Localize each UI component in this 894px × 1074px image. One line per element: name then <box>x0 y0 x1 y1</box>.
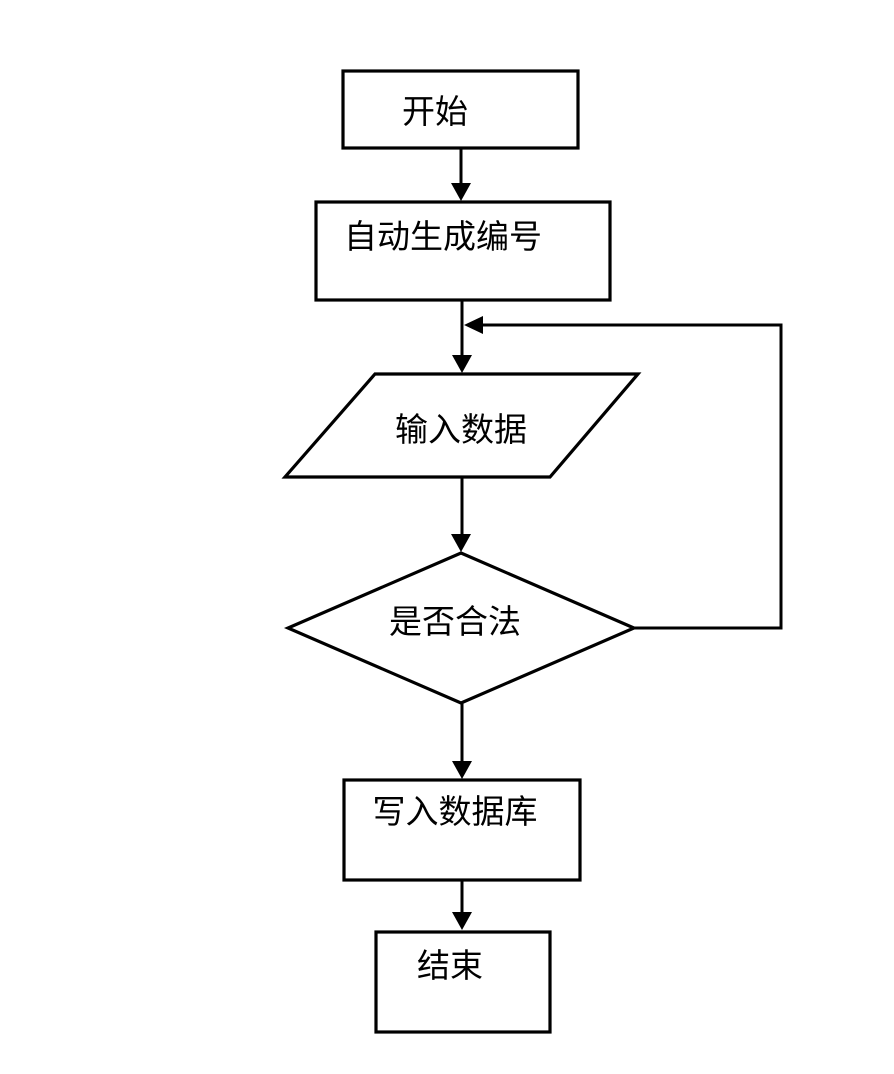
write-db-label: 写入数据库 <box>373 794 538 831</box>
arrowhead-down-3 <box>451 534 471 552</box>
input-data-parallelogram <box>281 372 642 479</box>
arrowhead-left-loop <box>464 316 483 334</box>
input-data-label: 输入数据 <box>395 412 527 449</box>
end-label: 结束 <box>417 948 483 985</box>
auto-number-label: 自动生成编号 <box>344 219 542 256</box>
node-start: 开始 <box>341 69 580 150</box>
validate-diamond <box>283 551 639 705</box>
start-rectangle <box>341 69 580 150</box>
arrowhead-down-5 <box>452 912 472 930</box>
write-db-rectangle <box>342 778 582 882</box>
node-input-data: 输入数据 <box>281 372 642 479</box>
edge-start-to-auto-number <box>451 148 471 201</box>
edge-input-data-to-validate <box>451 477 471 552</box>
node-end: 结束 <box>374 930 552 1034</box>
end-rectangle <box>374 930 552 1034</box>
node-write-db: 写入数据库 <box>342 778 582 882</box>
arrowhead-down-2 <box>452 355 472 373</box>
node-auto-number: 自动生成编号 <box>314 200 612 302</box>
edge-loop-back <box>464 316 783 630</box>
arrowhead-down-4 <box>452 761 472 779</box>
node-validate: 是否合法 <box>283 551 639 705</box>
edge-auto-number-to-input-data <box>452 300 472 373</box>
validate-label: 是否合法 <box>389 604 521 641</box>
start-label: 开始 <box>402 94 468 131</box>
auto-number-rectangle <box>314 200 612 302</box>
edge-write-db-to-end <box>452 880 472 930</box>
edge-validate-to-write-db <box>452 703 472 779</box>
arrowhead-down-1 <box>451 183 471 201</box>
